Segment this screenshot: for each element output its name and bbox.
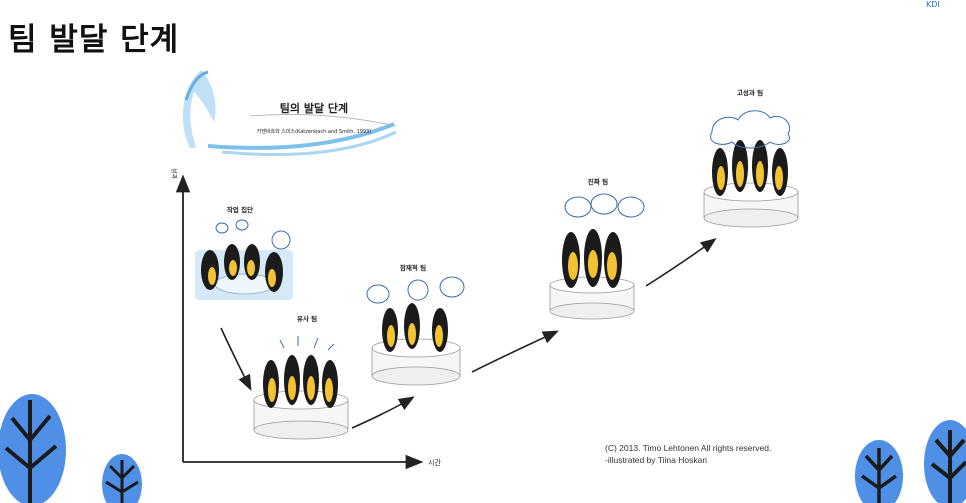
decorative-trees-left — [0, 394, 142, 503]
axes — [175, 174, 424, 470]
stage-pseudo-team — [253, 336, 349, 440]
diagram-header-subtitle: 카젠바흐와 스미스(Katzenbach and Smith, 1993) — [257, 128, 372, 135]
credit-line-illustrator: -illustrated by Tiina Hoskari — [605, 455, 708, 465]
credit-line-copyright: (C) 2013. Timo Lehtonen All rights reser… — [605, 443, 772, 453]
progress-arrows — [220, 238, 717, 429]
stage-work-group — [195, 219, 293, 300]
header-swoosh — [182, 70, 397, 157]
stage-label-real-team: 진짜 팀 — [588, 177, 608, 186]
stage-label-potential-team: 잠재적 팀 — [400, 263, 426, 272]
decorative-trees-right — [855, 420, 966, 503]
x-axis-label: 시간 — [428, 458, 441, 467]
stage-potential-team — [366, 276, 465, 386]
y-axis-label: 성과 — [170, 168, 178, 180]
stage-high-performance-team — [703, 110, 799, 228]
copyright-credit: (C) 2013. Timo Lehtonen All rights reser… — [605, 442, 771, 466]
top-right-logo-text: KDI — [926, 0, 940, 8]
stage-real-team — [549, 193, 645, 320]
diagram-header-title: 팀의 발달 단계 — [280, 101, 348, 115]
stage-label-high-performance-team: 고성과 팀 — [737, 88, 763, 97]
slide-title: 팀 발달 단계 — [8, 22, 180, 58]
stage-label-pseudo-team: 유사 팀 — [297, 314, 317, 323]
stage-label-work-group: 작업 집단 — [227, 205, 253, 214]
